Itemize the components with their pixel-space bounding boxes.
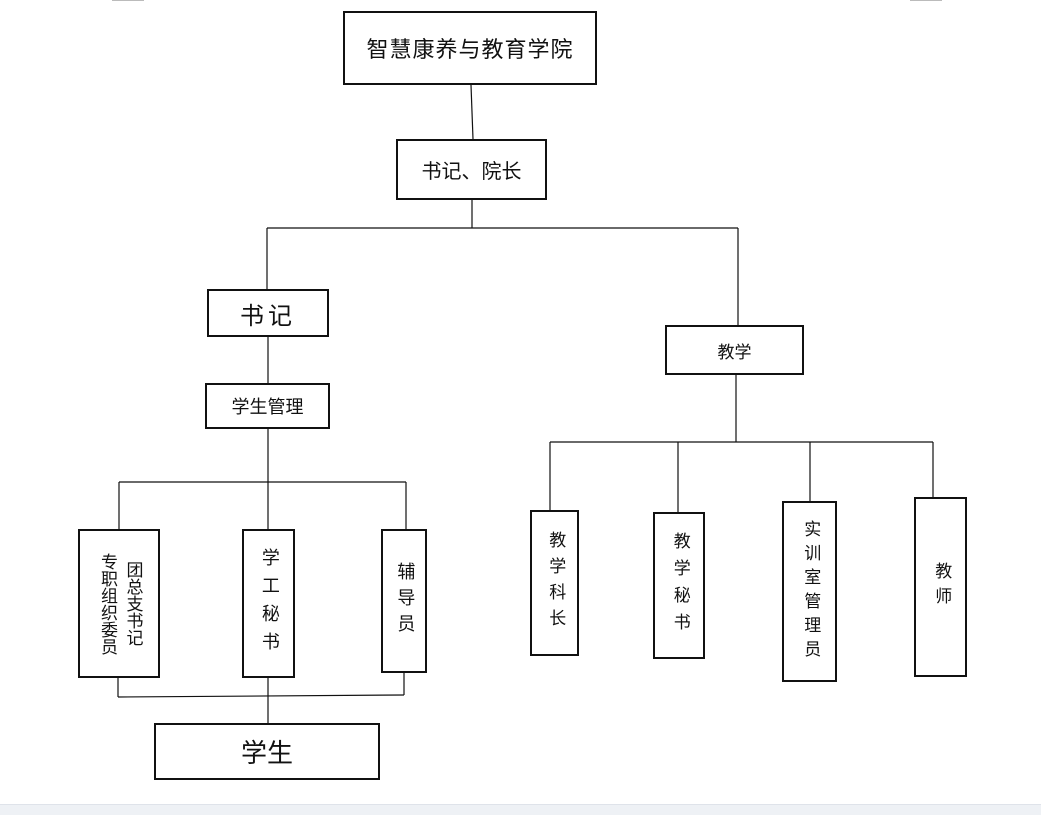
secretary-node-label: 书记 (240, 301, 296, 330)
counselor-label: 辅导员 (394, 562, 416, 640)
page-corner-mark-right (910, 0, 942, 3)
secretary-node: 书记 (207, 289, 329, 337)
training-room-manager-label: 实训室管理员 (800, 519, 821, 664)
student-affairs-secretary-label: 学工秘书 (258, 547, 280, 660)
leadership-node: 书记、院长 (396, 139, 547, 200)
editor-bottom-bar (0, 804, 1041, 815)
teaching-section-chief-node: 教学科长 (530, 510, 579, 656)
page-corner-mark-left (112, 0, 144, 3)
students-label: 学生 (240, 739, 293, 769)
leadership-node-label: 书记、院长 (421, 159, 522, 183)
teaching-secretary-node: 教学秘书 (653, 512, 705, 659)
teaching-node: 教学 (665, 325, 804, 375)
teacher-node: 教师 (914, 497, 967, 677)
counselor-node: 辅导员 (381, 529, 427, 673)
student-management-node: 学生管理 (205, 383, 330, 429)
teaching-node-label: 教学 (717, 342, 752, 363)
organization-committee-node: 专职组织委员 团总支书记 (78, 529, 160, 678)
training-room-manager-node: 实训室管理员 (782, 501, 837, 682)
root-node: 智慧康养与教育学院 (343, 11, 597, 85)
teaching-secretary-label: 教学秘书 (669, 531, 690, 640)
student-affairs-secretary-node: 学工秘书 (242, 529, 295, 678)
teaching-section-chief-label: 教学科长 (545, 531, 566, 635)
student-management-label: 学生管理 (231, 397, 304, 418)
students-node: 学生 (154, 723, 380, 780)
committee-member-label: 专职组织委员 (97, 552, 117, 655)
root-node-label: 智慧康养与教育学院 (366, 38, 574, 63)
league-secretary-label: 团总支书记 (122, 561, 143, 646)
teacher-label: 教师 (931, 562, 952, 612)
